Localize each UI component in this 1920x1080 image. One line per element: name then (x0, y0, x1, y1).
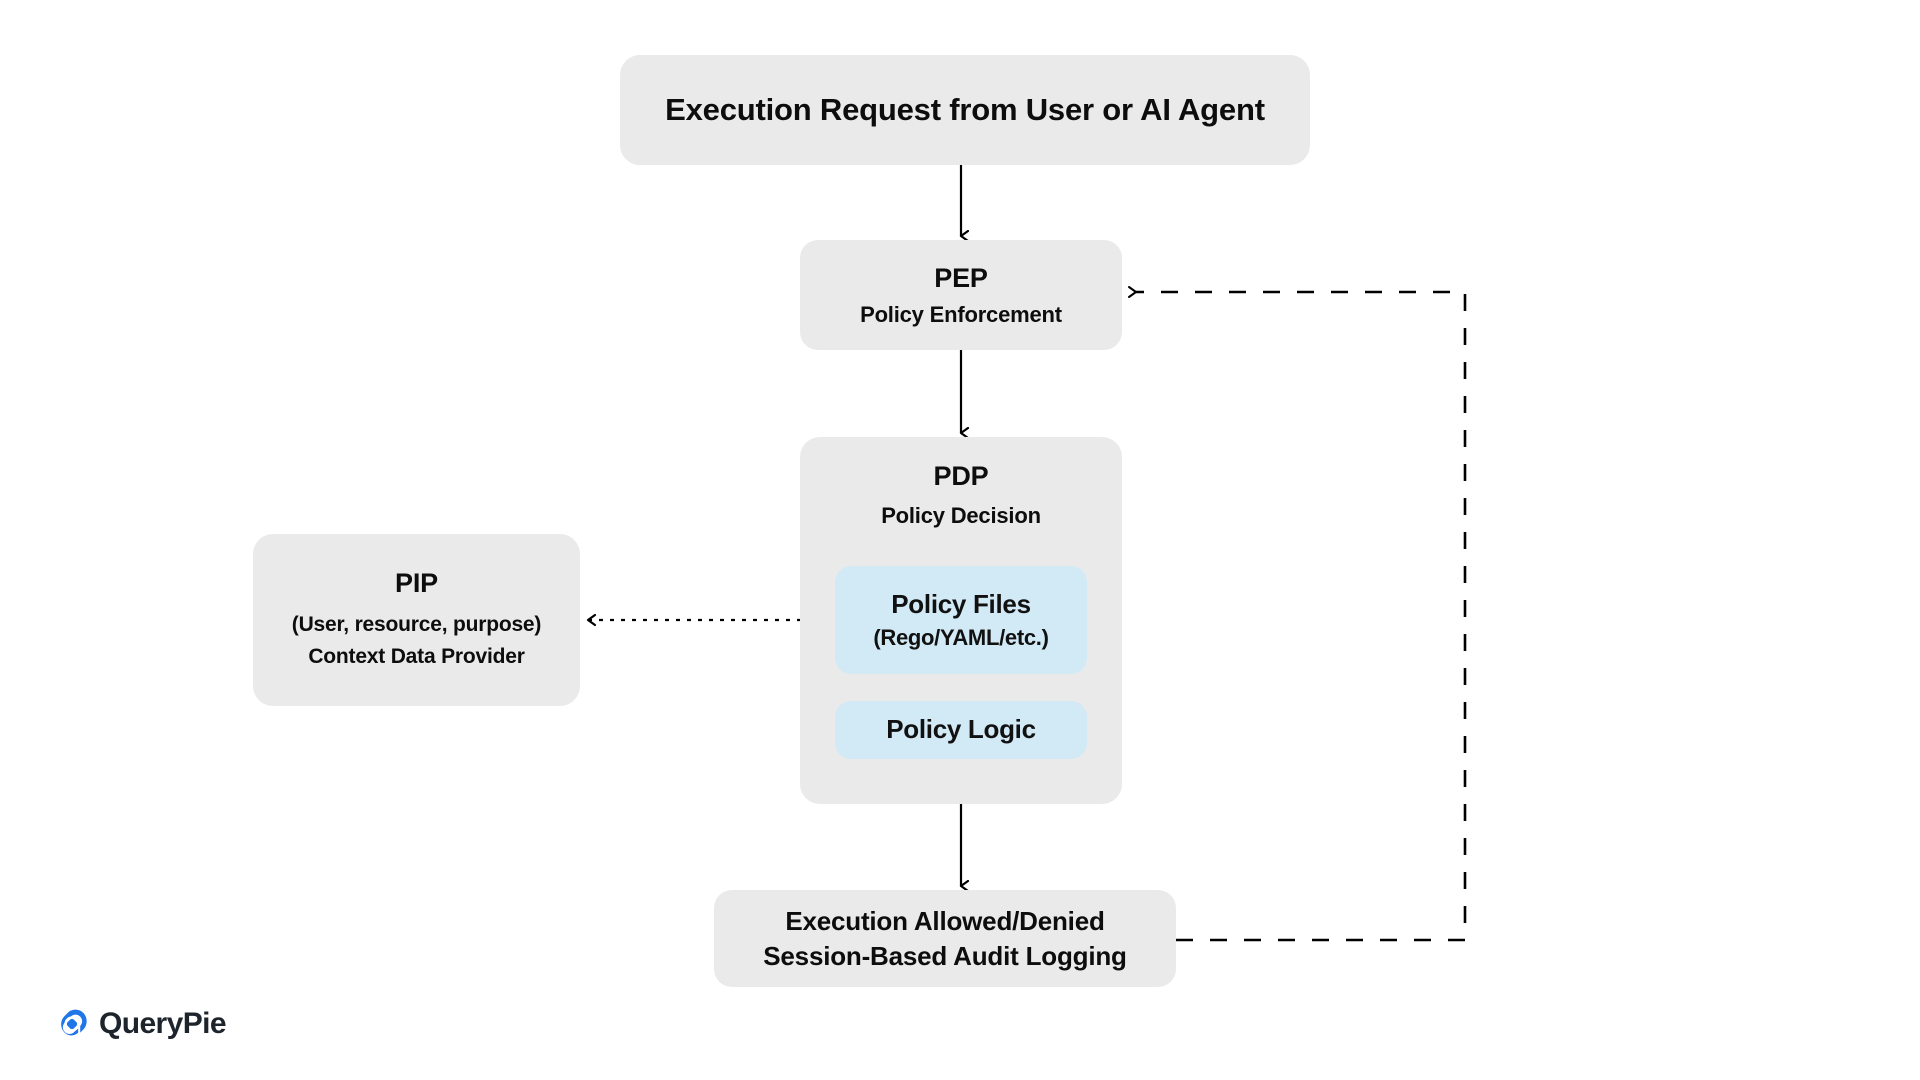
node-pep-title: PEP (934, 262, 988, 293)
card-policy-logic[interactable]: Policy Logic (835, 701, 1087, 759)
node-execution-result[interactable]: Execution Allowed/Denied Session-Based A… (714, 890, 1176, 987)
querypie-logo-text: QueryPie (99, 1007, 227, 1040)
node-execution-request-title: Execution Request from User or AI Agent (665, 92, 1265, 128)
node-pip-subtitle: (User, resource, purpose) (291, 612, 542, 636)
node-pip-title: PIP (395, 568, 438, 599)
connector-result-to-pep (1128, 286, 1467, 942)
node-pdp-title: PDP (933, 461, 989, 491)
node-pip[interactable]: PIP (User, resource, purpose) Context Da… (253, 534, 580, 706)
card-policy-logic-title: Policy Logic (886, 714, 1036, 745)
querypie-logo-icon (61, 1009, 87, 1036)
card-policy-files[interactable]: Policy Files (Rego/YAML/etc.) (835, 566, 1087, 674)
node-pdp-subtitle: Policy Decision (881, 502, 1041, 528)
node-pep[interactable]: PEP Policy Enforcement (800, 240, 1122, 350)
card-policy-files-subtitle: (Rego/YAML/etc.) (873, 625, 1049, 651)
node-pdp[interactable]: PDP Policy Decision Policy Files (Rego/Y… (800, 437, 1122, 804)
node-pep-subtitle: Policy Enforcement (860, 302, 1062, 328)
node-pip-detail: Context Data Provider (308, 645, 525, 669)
node-execution-request[interactable]: Execution Request from User or AI Agent (620, 55, 1310, 165)
node-execution-result-line2: Session-Based Audit Logging (763, 940, 1127, 971)
card-policy-files-title: Policy Files (891, 588, 1031, 619)
querypie-logo: QueryPie (55, 1007, 227, 1041)
node-execution-result-line1: Execution Allowed/Denied (785, 905, 1105, 936)
